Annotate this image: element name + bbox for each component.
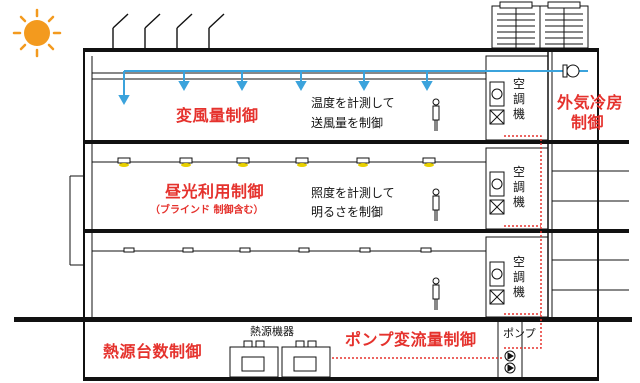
building-structure xyxy=(14,48,632,381)
coil-icon xyxy=(489,81,505,305)
pump-variable-flow-label: ポンプ変流量制御 xyxy=(345,330,477,349)
measure-lux-line-2: 明るさを制御 xyxy=(311,205,384,219)
light-fixture-icon xyxy=(123,247,432,253)
cooling-tower-icon xyxy=(491,1,589,49)
control-signal-lines xyxy=(332,135,542,359)
heat-source-count-label: 熱源台数制御 xyxy=(103,342,203,361)
measure-temp-line-2: 送風量を制御 xyxy=(311,116,384,130)
air-duct xyxy=(118,70,588,106)
pump-icon xyxy=(504,350,516,374)
fan-icon xyxy=(562,64,580,78)
daylight-control-sublabel: （ブラインド 制御含む） xyxy=(150,205,264,216)
daylight-control-label: 昼光利用制御 xyxy=(165,182,265,201)
measure-temp-line-1: 温度を計測して xyxy=(311,96,395,110)
measure-lux-line-1: 照度を計測して xyxy=(311,186,395,200)
air-handler-label: 空調機 xyxy=(512,255,525,299)
pump-label: ポンプ xyxy=(503,327,536,340)
sun-icon xyxy=(12,8,62,58)
light-fixture-icon xyxy=(117,157,436,167)
person-icon xyxy=(432,98,440,310)
air-handler-label: 空調機 xyxy=(512,77,525,121)
air-handler-label: 空調機 xyxy=(512,165,525,209)
chiller-icon xyxy=(229,340,331,378)
heat-source-equipment-label: 熱源機器 xyxy=(250,325,294,338)
outdoor-air-cooling-label-1: 外気冷房 xyxy=(557,93,624,112)
solar-panel-icon xyxy=(112,13,225,48)
outdoor-air-cooling-label-2: 制御 xyxy=(571,113,605,132)
variable-air-volume-label: 変風量制御 xyxy=(176,106,259,125)
